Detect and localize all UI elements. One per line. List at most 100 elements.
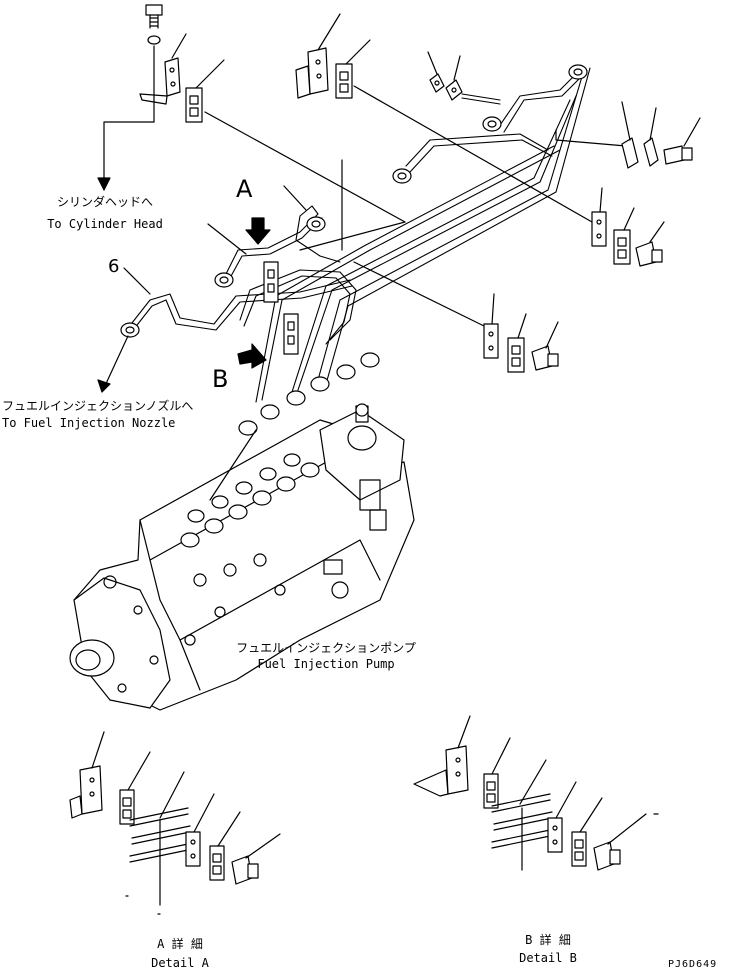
leader-line — [354, 86, 592, 222]
leader-line — [246, 834, 280, 858]
bolt-icon — [636, 242, 662, 266]
rubber-clamp-icon — [484, 774, 498, 808]
washer-icon — [148, 36, 160, 44]
detail-a-title-jp: A 詳 細 — [157, 937, 203, 951]
leader-line — [556, 782, 576, 818]
detail-a-title-en: Detail A — [151, 956, 209, 970]
arrow-down-icon — [98, 380, 110, 392]
bolt-icon — [532, 346, 558, 370]
lower-port-details — [185, 480, 386, 645]
leader-line — [346, 40, 370, 64]
clamp-plate-icon — [186, 832, 200, 866]
leader-line — [492, 738, 510, 774]
fitting-nut-icon — [569, 65, 587, 79]
clip-icon — [430, 74, 444, 92]
leader-line — [300, 222, 405, 250]
fitting-nut-icon — [287, 391, 305, 405]
leader-line — [104, 336, 128, 388]
rubber-clamp-icon — [508, 338, 524, 372]
fitting-nut-icon — [483, 117, 501, 131]
leader-line — [128, 752, 150, 790]
view-a-label: A — [236, 175, 253, 203]
clamp-plate-icon — [592, 212, 606, 246]
rubber-clamp-icon — [572, 832, 586, 866]
leader-line — [600, 188, 602, 212]
rubber-clamp-icon — [120, 790, 134, 824]
fitting-nut-icon — [393, 169, 411, 183]
pump-note-jp: フュエルインジェクションポンプ — [236, 641, 416, 655]
item-number-label: 6 — [108, 256, 120, 277]
clamp-plate-icon — [622, 138, 638, 168]
leader-line — [608, 814, 646, 844]
fuel-injection-pipes — [128, 68, 590, 402]
right-clamp-assembly-middle — [592, 188, 664, 266]
leader-line — [458, 716, 470, 748]
detail-b-title-en: Detail B — [519, 951, 577, 965]
leader-line — [205, 112, 405, 222]
bolt-icon — [146, 5, 162, 28]
nozzle-note-en: To Fuel Injection Nozzle — [2, 416, 176, 430]
rubber-clamp-icon — [186, 88, 202, 122]
cylinder-head-note-en: To Cylinder Head — [47, 217, 163, 231]
fitting-nut-icon — [307, 217, 325, 231]
leader-line — [284, 186, 306, 210]
delivery-valve-holders — [181, 454, 319, 547]
clamp-plate-icon — [644, 138, 658, 166]
pipe-clamp-b — [284, 314, 298, 354]
detail-a-exploded — [70, 732, 280, 914]
right-clamp-assembly-lower — [354, 262, 558, 372]
leader-line — [556, 130, 626, 146]
arrow-down-icon — [98, 178, 110, 190]
leader-line — [492, 294, 494, 324]
fitting-nut-icon — [121, 323, 139, 337]
fitting-nut-icon — [239, 421, 257, 435]
pipe-clamp-a — [264, 262, 278, 302]
leader-line — [196, 60, 224, 88]
leader-line — [520, 760, 546, 804]
cylinder-head-bracket-assembly — [98, 5, 405, 222]
leader-line — [684, 118, 700, 146]
bracket-plate-icon — [296, 48, 328, 98]
view-arrow-a-icon — [246, 218, 270, 244]
clip-icon — [446, 80, 462, 100]
leader-line — [354, 262, 484, 326]
leader-line — [650, 222, 664, 242]
clamp-plate-icon — [484, 324, 498, 358]
l-bracket-icon — [140, 58, 180, 104]
rubber-clamp-icon — [614, 230, 630, 264]
leader-line — [194, 794, 214, 832]
fitting-nut-icon — [261, 405, 279, 419]
detail-b-title-jp: B 詳 細 — [525, 933, 571, 947]
fitting-nut-icon — [215, 273, 233, 287]
leader-line — [650, 108, 656, 140]
leader-line — [160, 772, 184, 818]
leader-line — [624, 208, 634, 230]
leader-line — [580, 798, 602, 832]
pipe-fittings — [121, 65, 587, 435]
fitting-nut-icon — [337, 365, 355, 379]
clamp-plate-icon — [548, 818, 562, 852]
pump-note-en: Fuel Injection Pump — [257, 657, 395, 671]
pipe-section-icon — [492, 794, 552, 848]
leader-line — [92, 732, 104, 768]
bolt-icon — [594, 842, 620, 870]
view-b-label: B — [212, 365, 229, 393]
cylinder-head-note-jp: シリンダヘッドへ — [56, 195, 153, 209]
leader-line — [218, 812, 240, 846]
pipe-section-icon — [130, 808, 190, 862]
fitting-nut-icon — [311, 377, 329, 391]
leader-line — [210, 430, 256, 500]
drawing-code: PJ6D649 — [668, 959, 718, 970]
bolt-icon — [664, 146, 692, 164]
leader-line — [546, 322, 558, 348]
governor-housing-icon — [320, 404, 404, 500]
leader-line — [104, 122, 154, 190]
fitting-nut-icon — [361, 353, 379, 367]
leader-line — [208, 224, 246, 254]
upper-bracket-assembly — [296, 14, 592, 222]
leader-line — [428, 52, 437, 74]
rubber-clamp-icon — [210, 846, 224, 880]
bracket-plate-icon — [70, 766, 102, 818]
